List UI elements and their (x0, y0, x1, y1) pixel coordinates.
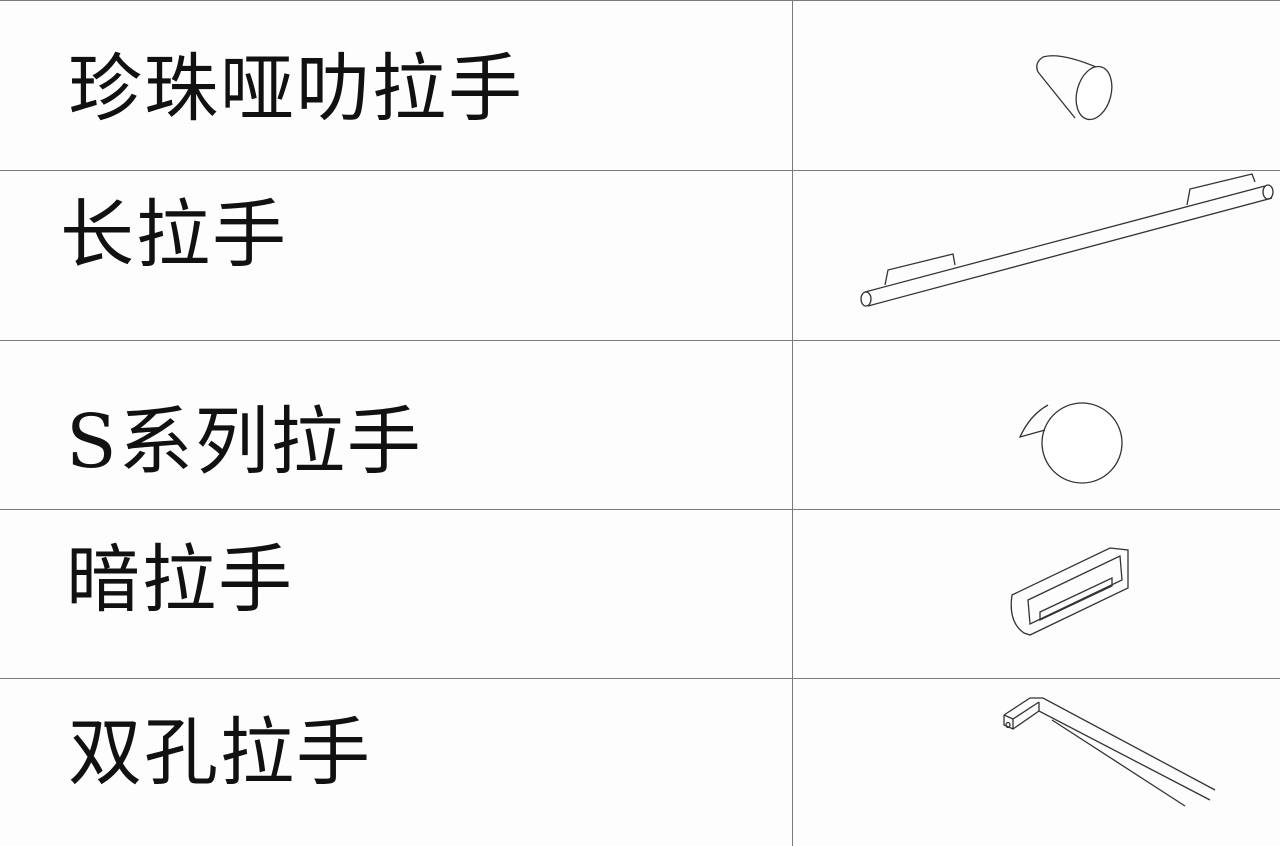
row-divider (0, 340, 1280, 341)
row-label-two-hole-handle: 双孔拉手 (68, 710, 372, 796)
column-divider (792, 0, 793, 846)
recessed-handle-icon (1010, 547, 1129, 636)
row-label-concealed-handle: 暗拉手 (66, 537, 294, 623)
round-knob-icon (1018, 402, 1123, 484)
two-hole-handle-icon (1003, 697, 1216, 807)
row-divider (0, 170, 1280, 171)
row-label-long-handle: 长拉手 (60, 192, 288, 278)
long-bar-handle-icon (860, 173, 1274, 307)
row-divider (0, 509, 1280, 510)
row-divider (0, 678, 1280, 679)
row-label-s-series-handle: S系列拉手 (66, 399, 423, 485)
cone-knob-icon (1036, 55, 1113, 121)
row-label-pearl-matte-handle: 珍珠哑叻拉手 (68, 46, 524, 132)
row-divider (0, 0, 1280, 1)
